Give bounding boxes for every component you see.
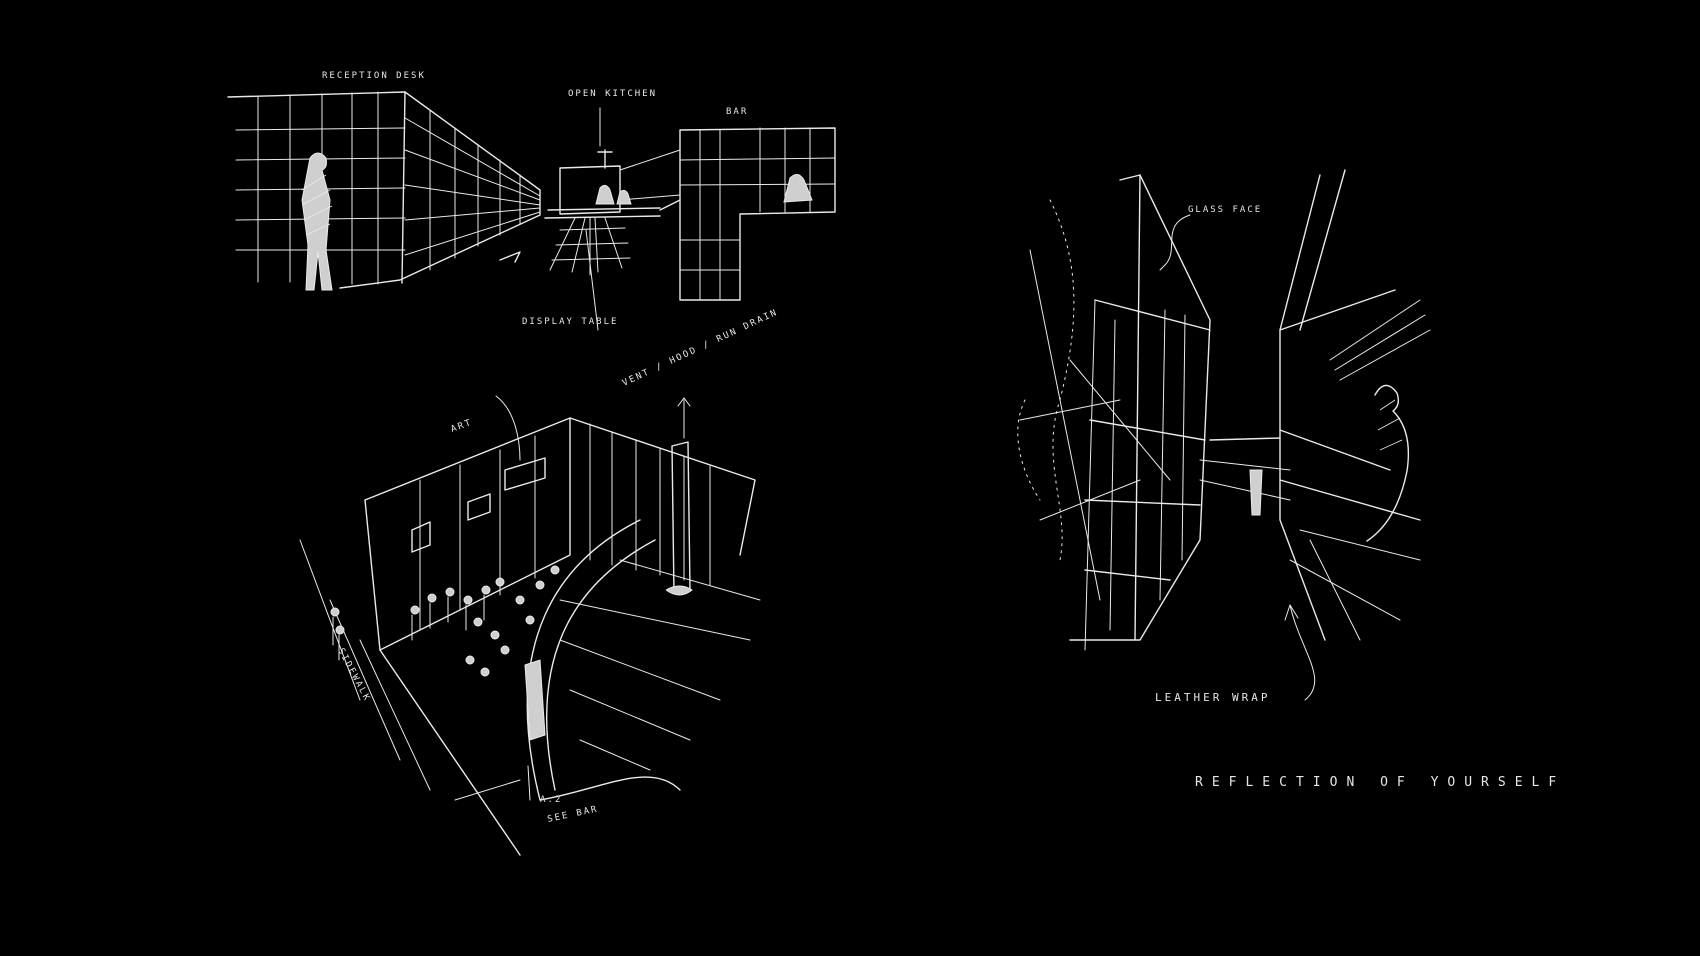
corridor-perspective-sketch (227, 91, 836, 331)
label-leather-wrap: LEATHER WRAP (1155, 691, 1270, 704)
label-glass-face: GLASS FACE (1188, 205, 1262, 215)
label-open-kitchen: OPEN KITCHEN (568, 89, 657, 99)
label-art: ART (450, 418, 474, 435)
label-bar: BAR (726, 107, 748, 117)
crowd-figures (330, 565, 560, 677)
label-entry-mark: A.2 (540, 795, 562, 805)
label-see-bar: SEE BAR (547, 804, 600, 825)
isometric-space-sketch (299, 395, 761, 856)
label-reception-desk: RECEPTION DESK (322, 71, 426, 81)
label-display-table: DISPLAY TABLE (522, 317, 618, 327)
glass-corridor-sketch (1017, 169, 1431, 701)
label-reflection: REFLECTION OF YOURSELF (1195, 775, 1565, 790)
label-vent-note: VENT / HOOD / RUN DRAIN (621, 308, 780, 389)
